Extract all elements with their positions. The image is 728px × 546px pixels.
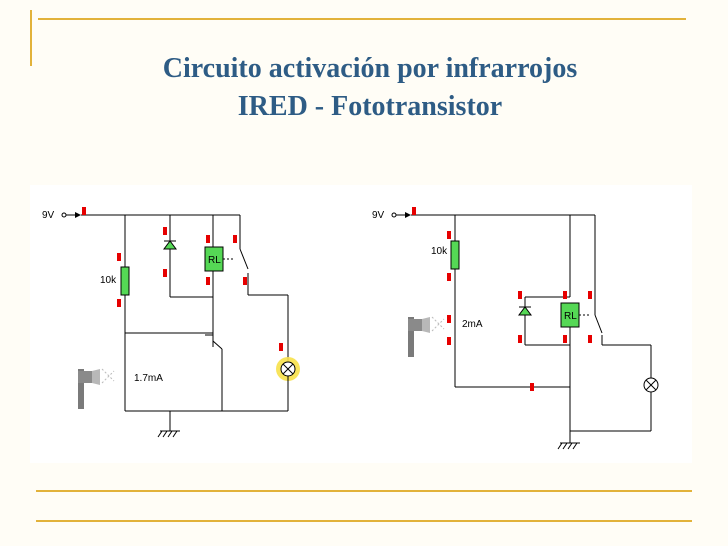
left-current-label: 1.7mA <box>134 373 163 384</box>
left-rule <box>30 10 32 66</box>
right-current-label: 2mA <box>462 319 483 330</box>
right-resistor <box>450 240 460 270</box>
top-rule <box>38 18 686 20</box>
left-circuit: 9V 10k RL <box>42 207 300 438</box>
bottom-rule-2 <box>36 520 692 522</box>
left-supply-terminal <box>61 212 67 218</box>
bottom-rule-1 <box>36 490 692 492</box>
circuit-panel: 9V 10k RL <box>30 185 692 463</box>
left-diode <box>163 240 177 250</box>
title-line-1: Circuito activación por infrarrojos <box>162 53 578 84</box>
left-resistor-label: 10k <box>100 275 117 286</box>
left-probe-markers <box>82 207 283 351</box>
slide-title: Circuito activación por infrarrojos IRED… <box>60 50 680 126</box>
left-resistor <box>120 266 130 296</box>
right-ired-emitter <box>408 316 445 357</box>
right-supply-label: 9V <box>372 210 385 221</box>
right-probe-markers <box>412 207 592 391</box>
left-supply-label: 9V <box>42 210 55 221</box>
right-resistor-label: 10k <box>431 246 448 257</box>
left-relay-label: RL <box>208 255 221 266</box>
left-ired-emitter <box>78 368 115 409</box>
right-relay-label: RL <box>564 311 577 322</box>
right-diode <box>518 306 532 316</box>
title-line-2: IRED - Fototransistor <box>237 91 503 122</box>
right-supply-terminal <box>391 212 397 218</box>
right-circuit: 9V 10k 2mA RL <box>372 207 659 450</box>
